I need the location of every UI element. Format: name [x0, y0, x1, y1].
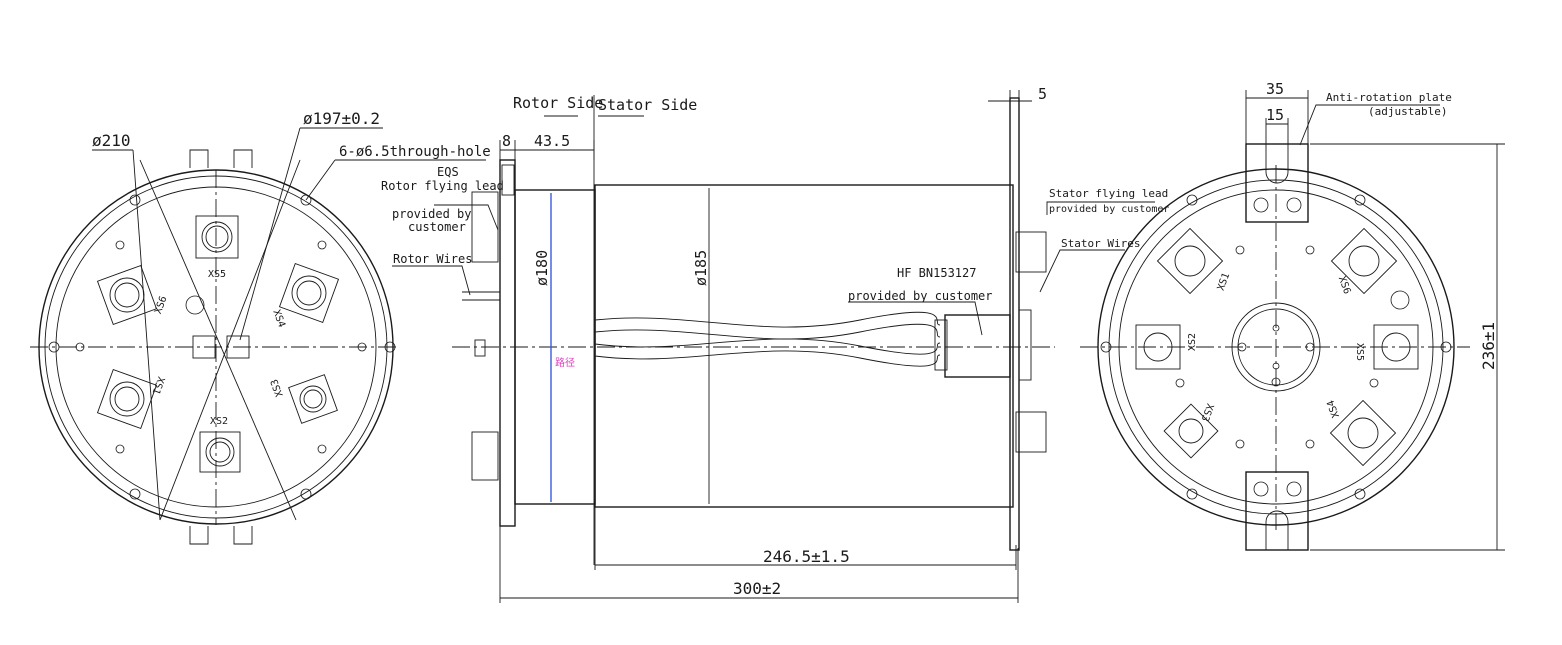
r-label-xs2: XS2: [1187, 333, 1198, 351]
stator-wires-label: Stator Wires: [1061, 237, 1140, 250]
dim-d210: ø210: [92, 131, 131, 150]
r-label-xs5: XS5: [1354, 343, 1365, 361]
label-xs1: XS1: [150, 375, 167, 396]
dim-300: 300±2: [733, 579, 781, 598]
stator-side-label: Stator Side: [598, 96, 697, 114]
label-xs5: XS5: [208, 269, 226, 280]
label-xs4: XS4: [270, 308, 287, 329]
dim-5: 5: [1038, 85, 1047, 103]
dim-8: 8: [502, 132, 511, 150]
anti-rotation-label: Anti-rotation plate: [1326, 91, 1452, 104]
dim-43-5: 43.5: [534, 132, 570, 150]
right-rear-view: 35 15 Anti-rotation plate (adjustable) 2…: [1080, 80, 1505, 551]
rotor-wires-label: Rotor Wires: [393, 252, 472, 266]
r-label-xs1: XS1: [1216, 271, 1233, 292]
dim-d180: ø180: [533, 250, 551, 286]
r-label-xs6: XS6: [1336, 275, 1353, 296]
connector-xs3: [288, 374, 338, 424]
label-xs3: XS3: [269, 377, 286, 398]
eqs-label: EQS: [437, 165, 459, 179]
connector-xs5: [195, 215, 239, 259]
label-xs2: XS2: [210, 416, 228, 427]
r-label-xs4: XS4: [1325, 398, 1342, 419]
dim-15: 15: [1266, 106, 1284, 124]
left-front-view: ø210 ø197±0.2 6-ø6.5through-hole XS5 XS6…: [30, 109, 491, 545]
dim-35: 35: [1266, 80, 1284, 98]
label-xs6: XS6: [153, 295, 170, 316]
r-label-xs3: XS3: [1199, 402, 1216, 423]
dim-236: 236±1: [1479, 322, 1498, 370]
dim-246-5: 246.5±1.5: [763, 547, 850, 566]
dim-holes: 6-ø6.5through-hole: [339, 144, 491, 160]
adjustable-label: (adjustable): [1368, 105, 1447, 118]
stator-provided-label: provided by customer: [1049, 204, 1169, 215]
connector-xs2: [199, 431, 241, 473]
connector-xs1: [96, 368, 158, 430]
connector-xs6: [96, 264, 158, 326]
dim-d197: ø197±0.2: [303, 109, 380, 128]
customer-label: customer: [408, 220, 466, 234]
dim-d185: ø185: [692, 250, 710, 286]
provided-by-label: provided by: [392, 207, 471, 221]
provided-by-customer-label: provided by customer: [848, 289, 993, 303]
rotor-side-label: Rotor Side: [513, 94, 603, 112]
radius-label: 路径: [555, 356, 575, 369]
stator-flying-lead-label: Stator flying lead: [1049, 187, 1168, 200]
rotor-flying-lead-label: Rotor flying lead: [381, 179, 504, 193]
side-view: Rotor Side Stator Side 8 43.5 5 EQS Roto…: [381, 85, 1169, 603]
connector-xs4: [278, 262, 340, 324]
hf-label: HF BN153127: [897, 266, 976, 280]
